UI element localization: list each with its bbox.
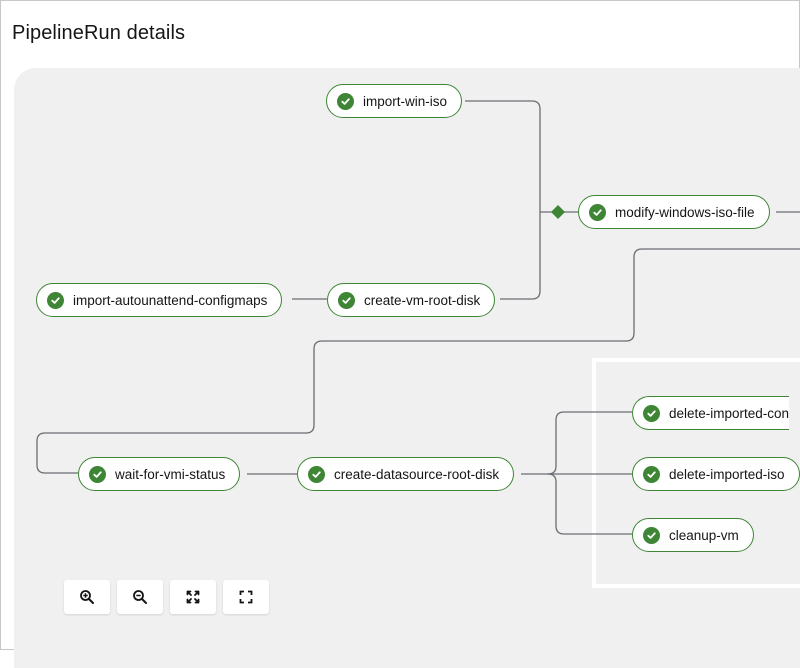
task-node-create-datasource-root-disk[interactable]: create-datasource-root-disk [297, 457, 515, 491]
task-label: create-datasource-root-disk [334, 466, 500, 482]
check-circle-icon [337, 92, 354, 110]
task-node-cleanup-vm[interactable]: cleanup-vm [632, 518, 754, 552]
check-circle-icon [47, 291, 64, 309]
zoom-in-button[interactable] [64, 580, 110, 614]
task-label: modify-windows-iso-file [615, 204, 755, 220]
task-label: import-autounattend-configmaps [73, 292, 268, 308]
reset-view-icon [239, 590, 253, 604]
task-node-import-autounattend-configmaps[interactable]: import-autounattend-configmaps [36, 283, 283, 317]
task-node-import-win-iso[interactable]: import-win-iso [326, 84, 463, 118]
check-circle-icon [643, 526, 660, 544]
page-title: PipelineRun details [12, 22, 186, 44]
zoom-out-button[interactable] [117, 580, 163, 614]
zoom-out-icon [133, 590, 147, 604]
task-label: wait-for-vmi-status [115, 466, 226, 482]
task-node-modify-windows-iso-file[interactable]: modify-windows-iso-file [578, 195, 770, 229]
task-label: delete-imported-iso [669, 466, 785, 482]
check-circle-icon [89, 465, 106, 483]
zoom-in-icon [80, 590, 94, 604]
check-circle-icon [308, 465, 325, 483]
reset-view-button[interactable] [223, 580, 269, 614]
fit-to-screen-button[interactable] [170, 580, 216, 614]
task-node-create-vm-root-disk[interactable]: create-vm-root-disk [327, 283, 496, 317]
task-label: delete-imported-con [669, 405, 790, 421]
fit-to-screen-icon [186, 590, 200, 604]
check-circle-icon [643, 404, 660, 422]
task-label: create-vm-root-disk [364, 292, 481, 308]
check-circle-icon [338, 291, 355, 309]
task-node-delete-imported-iso[interactable]: delete-imported-iso [632, 457, 800, 491]
task-label: cleanup-vm [669, 527, 739, 543]
task-node-delete-imported-configmaps[interactable]: delete-imported-con [632, 396, 790, 430]
task-label: import-win-iso [363, 93, 448, 109]
check-circle-icon [643, 465, 660, 483]
task-node-wait-for-vmi-status[interactable]: wait-for-vmi-status [78, 457, 241, 491]
check-circle-icon [589, 203, 606, 221]
